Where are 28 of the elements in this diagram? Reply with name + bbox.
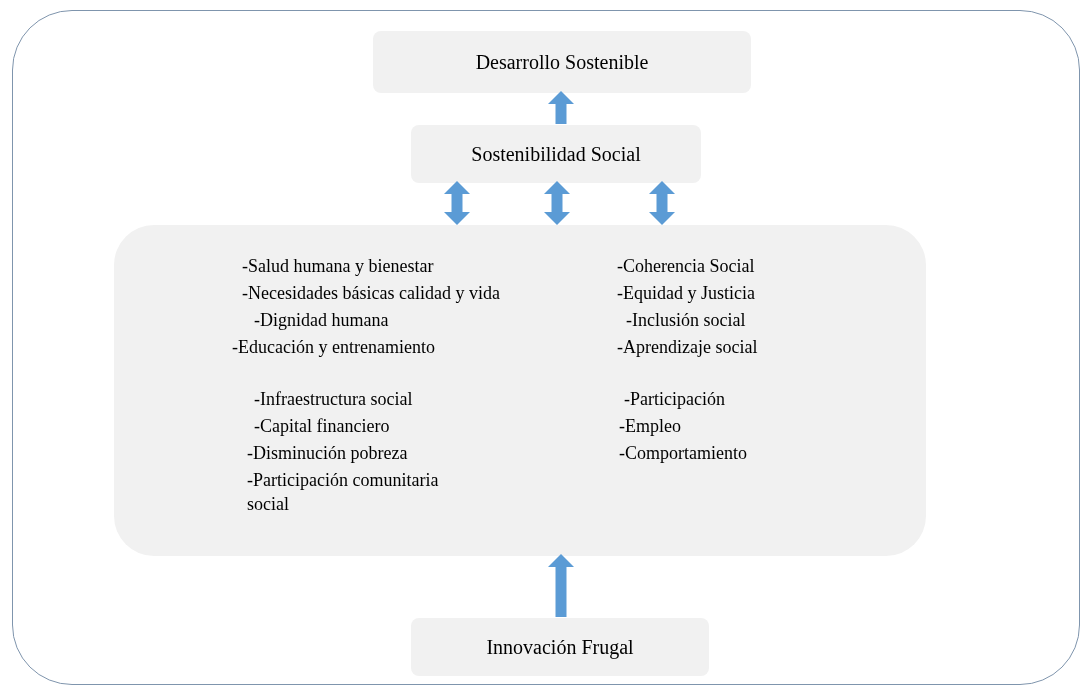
- rounded-box: [411, 618, 709, 676]
- block-arrow: [548, 554, 574, 617]
- box-label: Innovación Frugal: [486, 635, 634, 661]
- rounded-box: [373, 31, 751, 93]
- list-item: -Participación comunitaria social: [247, 469, 440, 516]
- list-item: -Comportamiento: [619, 442, 748, 465]
- list-item: -Necesidades básicas calidad y vida: [242, 282, 501, 305]
- list-item: -Educación y entrenamiento: [232, 336, 436, 359]
- list-item: -Empleo: [619, 415, 682, 438]
- rounded-box: [114, 225, 926, 556]
- box-label: Sostenibilidad Social: [471, 142, 641, 167]
- list-item: -Disminución pobreza: [247, 442, 409, 465]
- box-label: Desarrollo Sostenible: [475, 50, 649, 75]
- list-item: -Coherencia Social: [617, 255, 756, 278]
- list-item: -Dignidad humana: [254, 309, 390, 332]
- list-item: -Participación: [624, 388, 726, 411]
- list-item: -Salud humana y bienestar: [242, 255, 435, 278]
- frame-box: [12, 10, 1080, 685]
- list-item: -Equidad y Justicia: [617, 282, 756, 305]
- block-arrow: [548, 91, 574, 124]
- list-item: -Inclusión social: [626, 309, 747, 332]
- block-arrow: [649, 181, 675, 225]
- list-item: -Capital financiero: [254, 415, 391, 438]
- block-arrow: [444, 181, 470, 225]
- list-item: -Infraestructura social: [254, 388, 414, 411]
- list-item: -Aprendizaje social: [617, 336, 759, 359]
- rounded-box: [411, 125, 701, 183]
- block-arrow: [544, 181, 570, 225]
